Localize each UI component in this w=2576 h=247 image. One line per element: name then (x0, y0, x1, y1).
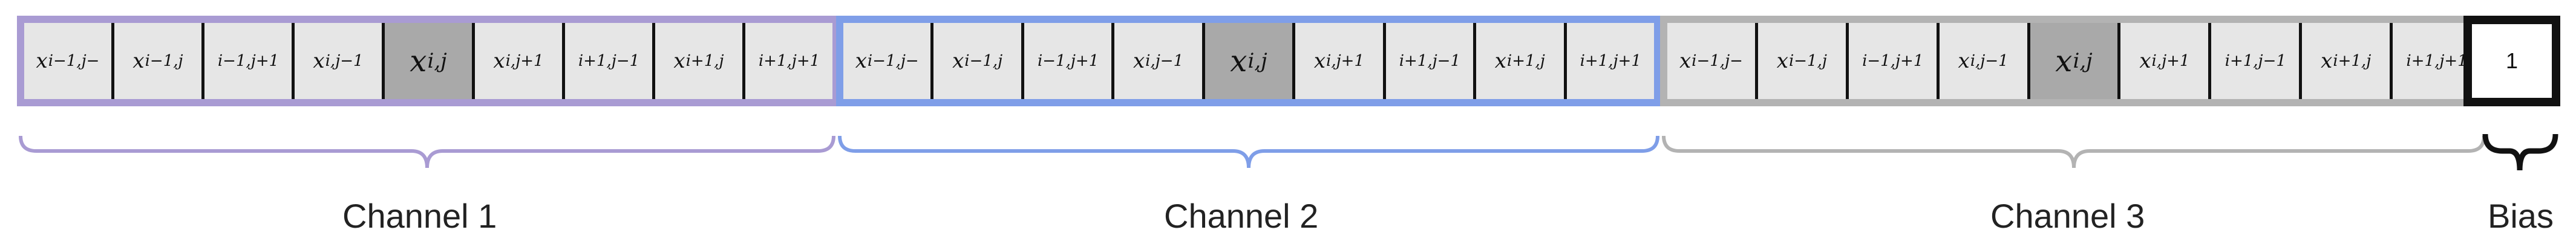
neighbor-pixel-cell: i−1,j+1 (204, 23, 295, 99)
cell-subscript: i−1,j (145, 52, 183, 70)
channel-2-label: Channel 2 (1164, 197, 1319, 235)
cell-subscript: i,j−1 (1145, 52, 1184, 70)
bias-brace (2482, 133, 2558, 171)
cell-subscript: i−1,j+1 (217, 52, 280, 70)
cell-subscript: i−1,j− (1692, 52, 1743, 70)
cell-subscript: i+1,j+1 (1580, 52, 1641, 70)
cell-subscript: i,j (2073, 49, 2093, 73)
cell-variable: x (2321, 49, 2333, 73)
cell-subscript: i+1,j (1506, 52, 1545, 70)
cell-subscript: i+1,j+1 (2406, 52, 2468, 70)
neighbor-pixel-cell: i+1,j+1 (1566, 23, 1654, 99)
cell-subscript: i,j+1 (2151, 52, 2190, 70)
neighbor-pixel-cell: i+1,j−1 (2211, 23, 2303, 99)
cell-subscript: i+1,j−1 (1399, 52, 1460, 70)
channel-1-brace (19, 135, 835, 168)
neighbor-pixel-cell: i−1,j+1 (1848, 23, 1940, 99)
cell-subscript: i+1,j−1 (2225, 52, 2286, 70)
bias-label: Bias (2488, 197, 2554, 235)
cell-variable: x (132, 49, 145, 73)
cell-subscript: i,j (427, 49, 447, 73)
channel-3-label: Channel 3 (1990, 197, 2145, 235)
cell-subscript: i+1,j (685, 52, 724, 70)
neighbor-pixel-cell: i+1,j−1 (565, 23, 655, 99)
cell-variable: x (1776, 49, 1788, 73)
cell-variable: x (2055, 43, 2073, 79)
cell-variable: x (1679, 49, 1692, 73)
cell-subscript: i+1,j (2333, 52, 2372, 70)
cell-variable: x (1958, 49, 1970, 73)
cell-subscript: i,j (1247, 49, 1267, 73)
cell-variable: x (2139, 49, 2151, 73)
cell-subscript: i,j+1 (505, 52, 544, 70)
channel-2-brace (838, 135, 1659, 168)
neighbor-pixel-cell: i+1,j−1 (1385, 23, 1477, 99)
cell-subscript: i−1,j− (48, 52, 100, 70)
cell-subscript: i−1,j+1 (1862, 52, 1924, 70)
cell-variable: x (1230, 43, 1247, 79)
channel-1-label: Channel 1 (342, 197, 497, 235)
cell-variable: x (952, 49, 964, 73)
cell-variable: x (1313, 49, 1326, 73)
cell-variable: x (673, 49, 685, 73)
cell-variable: x (1133, 49, 1145, 73)
cell-subscript: i−1,j (964, 52, 1003, 70)
cell-subscript: i−1,j+1 (1037, 52, 1099, 70)
cell-variable: x (1494, 49, 1506, 73)
cell-variable: x (313, 49, 325, 73)
cell-subscript: i+1,j−1 (578, 52, 640, 70)
neighbor-pixel-cell: i+1,j+1 (745, 23, 832, 99)
cell-subscript: i,j+1 (1326, 52, 1364, 70)
cell-variable: x (855, 49, 867, 73)
cell-variable: x (410, 43, 427, 79)
neighbor-pixel-cell: i−1,j+1 (1024, 23, 1115, 99)
cell-variable: x (36, 49, 48, 73)
cell-subscript: i+1,j+1 (758, 52, 820, 70)
cell-variable: x (493, 49, 505, 73)
cell-subscript: i,j−1 (325, 52, 364, 70)
bias-value: 1 (2505, 48, 2519, 73)
cell-subscript: i−1,j− (867, 52, 919, 70)
channel-3-brace (1662, 135, 2486, 168)
cell-subscript: i,j−1 (1970, 52, 2009, 70)
bias-box: 1 (2463, 16, 2560, 106)
cell-subscript: i−1,j (1788, 52, 1827, 70)
